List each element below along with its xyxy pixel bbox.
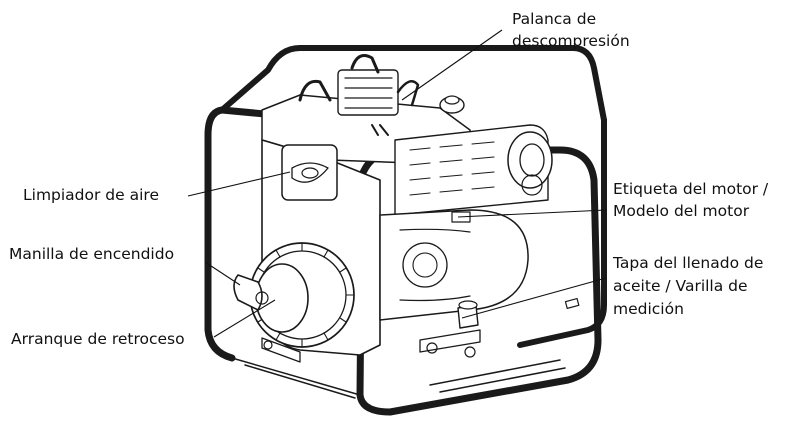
callout-labels: Palanca de descompresión Limpiador de ai… — [9, 10, 769, 348]
label-oil-cap-line3: medición — [613, 300, 684, 318]
label-start-handle: Manilla de encendido — [9, 245, 174, 263]
label-motor-label-line1: Etiqueta del motor / — [613, 180, 769, 198]
leader-start-handle — [204, 261, 241, 286]
leader-oil-cap — [461, 277, 607, 319]
label-air-cleaner: Limpiador de aire — [23, 186, 159, 204]
leader-motor-label — [457, 209, 607, 218]
label-motor-label-line2: Modelo del motor — [613, 202, 750, 220]
leader-air-cleaner — [187, 171, 291, 197]
label-oil-cap-line2: aceite / Varilla de — [613, 277, 748, 295]
leader-recoil — [213, 299, 276, 338]
leader-lines — [187, 29, 607, 338]
label-decompression-line1: Palanca de — [512, 10, 596, 28]
label-oil-cap-line1: Tapa del llenado de — [612, 254, 763, 272]
label-recoil: Arranque de retroceso — [11, 330, 185, 348]
leader-decompression — [401, 29, 503, 101]
label-decompression-line2: descompresión — [512, 32, 630, 50]
engine-drawing — [233, 54, 553, 363]
